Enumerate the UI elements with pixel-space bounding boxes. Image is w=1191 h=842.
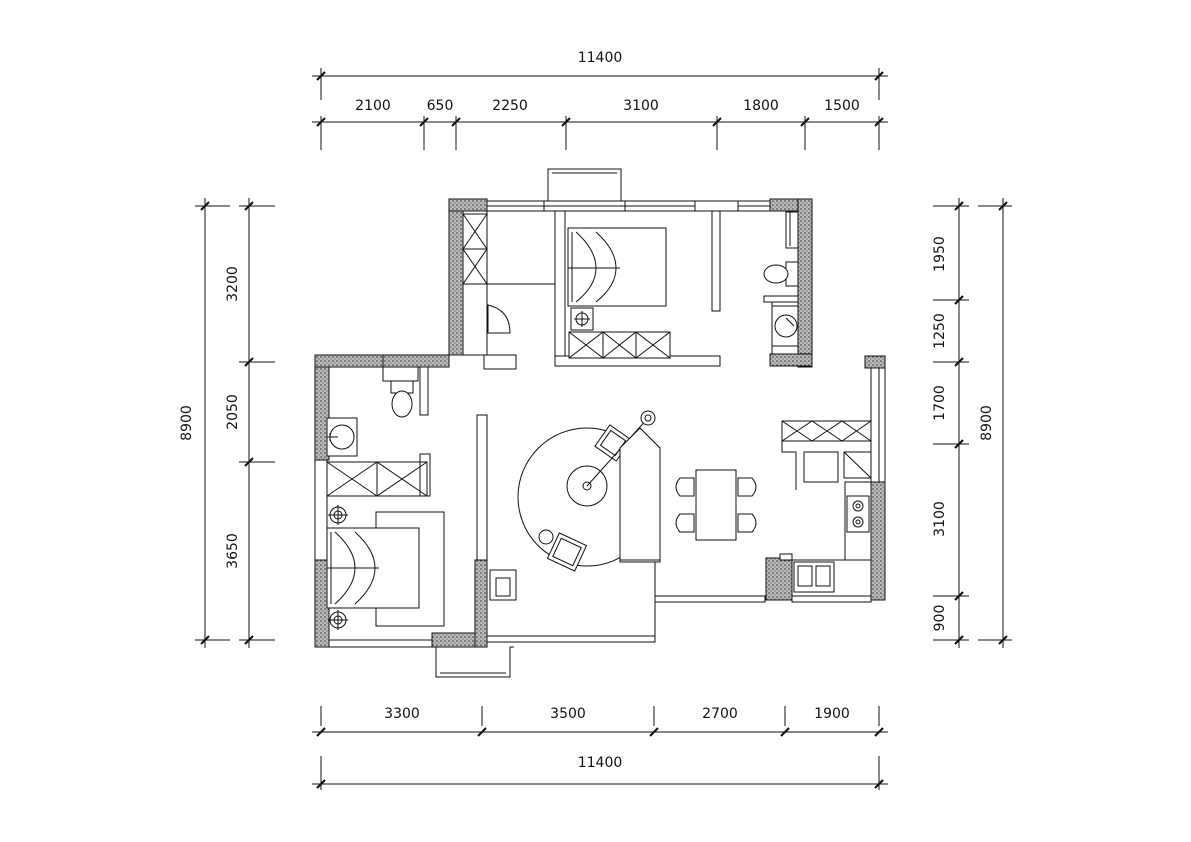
top-total-label: 11400 bbox=[578, 50, 623, 66]
dimension-tick bbox=[874, 117, 884, 127]
top-seg-label-4: 3100 bbox=[623, 98, 659, 114]
left-total-label: 8900 bbox=[179, 405, 195, 441]
left-seg-label-2: 2050 bbox=[225, 394, 241, 430]
dimension-tick bbox=[316, 117, 326, 127]
floor-lamp bbox=[586, 410, 656, 487]
bottom-seg-label-3: 2700 bbox=[702, 706, 738, 722]
sink-ne bbox=[771, 305, 799, 347]
west-bathroom bbox=[326, 366, 419, 457]
north-bedroom bbox=[567, 227, 671, 359]
sofa bbox=[619, 427, 661, 561]
lamp-west-top bbox=[328, 505, 348, 525]
dimension-tick bbox=[244, 201, 254, 211]
armchair-bottom bbox=[546, 532, 588, 572]
ne-bathroom bbox=[763, 211, 799, 354]
dimension-tick bbox=[954, 201, 964, 211]
living-room bbox=[489, 410, 661, 601]
dimension-tick bbox=[316, 727, 326, 737]
dimension-tick bbox=[477, 727, 487, 737]
lamp-west-bottom bbox=[328, 610, 348, 630]
dimension-tick bbox=[712, 117, 722, 127]
bottom-seg-label-1: 3300 bbox=[384, 706, 420, 722]
sink-west bbox=[326, 417, 358, 457]
fridge bbox=[803, 451, 839, 483]
dimension-tick bbox=[874, 727, 884, 737]
dining-table bbox=[695, 469, 737, 541]
right-seg-label-4: 3100 bbox=[932, 501, 948, 537]
double-bed-north bbox=[567, 227, 667, 307]
west-bedroom bbox=[326, 453, 445, 630]
top-seg-label-3: 2250 bbox=[492, 98, 528, 114]
nw-storage bbox=[462, 213, 555, 334]
top-seg-label-1: 2100 bbox=[355, 98, 391, 114]
top-seg-label-2: 650 bbox=[427, 98, 454, 114]
dimension-tick bbox=[954, 591, 964, 601]
bottom-seg-label-4: 1900 bbox=[814, 706, 850, 722]
right-seg-label-2: 1250 bbox=[932, 313, 948, 349]
dimension-tick bbox=[649, 727, 659, 737]
top-seg-label-5: 1800 bbox=[743, 98, 779, 114]
top-seg-label-6: 1500 bbox=[824, 98, 860, 114]
right-seg-label-1: 1950 bbox=[932, 236, 948, 272]
right-seg-label-3: 1700 bbox=[932, 385, 948, 421]
cooktop bbox=[846, 495, 870, 533]
toilet-ne bbox=[763, 261, 799, 287]
dimension-tick bbox=[954, 439, 964, 449]
bottom-total-label: 11400 bbox=[578, 755, 623, 771]
kitchen bbox=[779, 420, 872, 593]
bottom-seg-label-2: 3500 bbox=[550, 706, 586, 722]
dimension-tick bbox=[800, 117, 810, 127]
dimension-tick bbox=[419, 117, 429, 127]
dimension-tick bbox=[954, 295, 964, 305]
coffee-table bbox=[566, 465, 608, 507]
left-seg-label-3: 3650 bbox=[225, 533, 241, 569]
dimension-tick bbox=[954, 635, 964, 645]
toilet-west bbox=[390, 380, 414, 418]
left-seg-label-1: 3200 bbox=[225, 266, 241, 302]
dimension-tick bbox=[244, 357, 254, 367]
right-seg-label-5: 900 bbox=[932, 605, 948, 632]
right-total-label: 8900 bbox=[979, 405, 995, 441]
wall-column-nw bbox=[448, 198, 464, 356]
bottom-dimension-group: 3300 3500 2700 1900 11400 bbox=[312, 706, 888, 790]
dining-area bbox=[675, 469, 757, 541]
right-dimension-group: 1950 1250 1700 3100 900 8900 bbox=[932, 198, 1012, 648]
dimension-tick bbox=[244, 457, 254, 467]
dimension-tick bbox=[451, 117, 461, 127]
tv-cabinet bbox=[489, 569, 517, 601]
dimension-tick bbox=[780, 727, 790, 737]
dimension-tick bbox=[244, 635, 254, 645]
top-dimension-group: 11400 2100 650 2250 3100 1800 1500 bbox=[312, 50, 888, 150]
kitchen-sink bbox=[793, 561, 835, 593]
dimension-tick bbox=[954, 357, 964, 367]
left-dimension-group: 8900 3200 2050 3650 bbox=[179, 198, 275, 648]
side-table bbox=[538, 529, 554, 545]
entrance bbox=[864, 356, 885, 369]
door-swing-nw bbox=[487, 304, 511, 334]
dimension-tick bbox=[561, 117, 571, 127]
